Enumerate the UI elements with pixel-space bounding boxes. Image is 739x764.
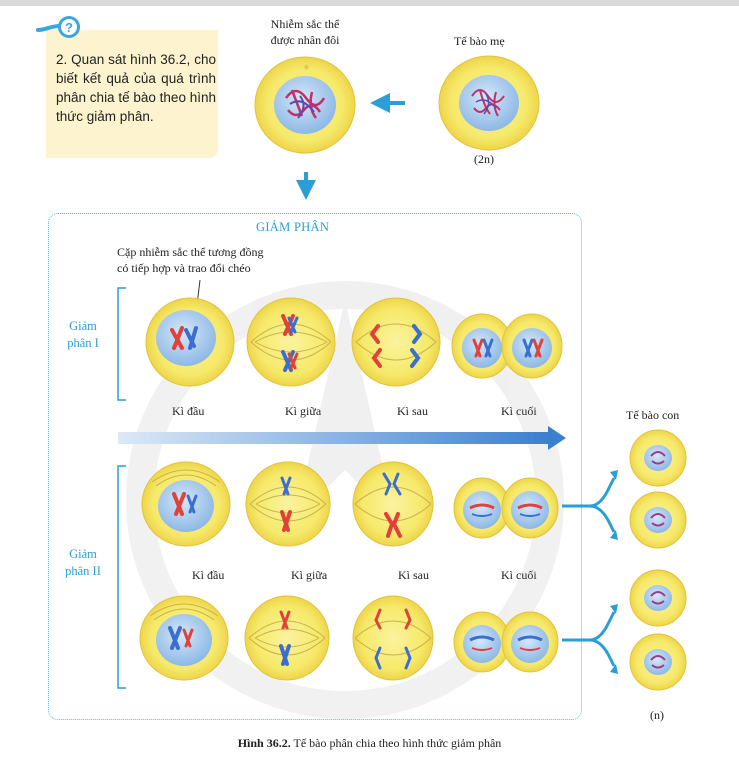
cell-metaphase-2a — [245, 461, 331, 547]
phase-label-telophase-2: Kì cuối — [501, 568, 537, 582]
meiosis2-label-line1: Giảm — [69, 547, 97, 561]
daughter-cell-1 — [629, 429, 687, 487]
daughter-cell-4 — [629, 633, 687, 691]
phase-label-prophase-1: Kì đầu — [172, 404, 205, 418]
cell-metaphase-2b — [244, 595, 330, 681]
cell-metaphase-1 — [246, 297, 336, 387]
cell-telophase-2b — [453, 611, 559, 673]
daughter-cell-2 — [629, 491, 687, 549]
cell-prophase-2b — [139, 595, 229, 681]
cell-anaphase-2a — [352, 461, 434, 547]
phase-label-anaphase-1: Kì sau — [397, 404, 428, 418]
cell-anaphase-2b — [352, 595, 434, 681]
meiosis1-label-line1: Giảm — [69, 319, 97, 333]
meiosis1-label-line2: phân I — [67, 336, 99, 350]
phase-label-telophase-1: Kì cuối — [501, 404, 537, 418]
caption-bold: Hình 36.2. — [237, 736, 291, 750]
mother-cell — [438, 55, 540, 151]
branch-arrow-lower — [562, 604, 618, 674]
cell-telophase-2a — [453, 477, 559, 539]
meiosis2-label-line2: phân II — [65, 564, 101, 578]
question-icon: ? — [36, 16, 80, 38]
cell-prophase-1 — [145, 297, 235, 387]
meiosis-title: GIẢM PHÂN — [256, 220, 330, 234]
meiosis-frame — [48, 213, 582, 720]
bracket-meiosis1 — [117, 287, 126, 401]
daughter-ploidy-label: (n) — [650, 708, 664, 722]
top-bar — [0, 0, 739, 6]
phase-label-metaphase-2: Kì giữa — [291, 568, 328, 582]
duplicated-label-line2: được nhân đôi — [270, 33, 340, 47]
caption-text: Tế bào phân chia theo hình thức giảm phâ… — [290, 736, 502, 750]
duplicated-label-line1: Nhiễm sắc thể — [270, 17, 340, 31]
annotation-line2: có tiếp hợp và trao đổi chéo — [117, 261, 251, 275]
cell-anaphase-1 — [351, 297, 441, 387]
phase-label-anaphase-2: Kì sau — [398, 568, 429, 582]
cell-telophase-1 — [451, 313, 563, 379]
cell-prophase-2a — [141, 461, 231, 547]
daughter-cell-3 — [629, 569, 687, 627]
bracket-meiosis2 — [117, 465, 126, 689]
annotation-line1: Cặp nhiễm sắc thể tương đồng — [117, 245, 264, 259]
phase-label-prophase-2: Kì đầu — [192, 568, 225, 582]
progress-arrow — [118, 426, 566, 450]
duplicated-cell: ✳ — [254, 56, 356, 154]
mother-ploidy-label: (2n) — [474, 152, 494, 166]
daughter-cells-label: Tế bào con — [626, 408, 680, 422]
mother-cell-label: Tế bào mẹ — [454, 34, 505, 48]
figure-caption: Hình 36.2. Tế bào phân chia theo hình th… — [0, 736, 739, 751]
branch-arrow-upper — [562, 470, 618, 540]
svg-text:✳: ✳ — [303, 63, 310, 72]
question-text: 2. Quan sát hình 36.2, cho biết kết quả … — [56, 52, 216, 124]
phase-label-metaphase-1: Kì giữa — [285, 404, 322, 418]
question-box: 2. Quan sát hình 36.2, cho biết kết quả … — [46, 30, 218, 158]
svg-text:?: ? — [65, 20, 73, 35]
